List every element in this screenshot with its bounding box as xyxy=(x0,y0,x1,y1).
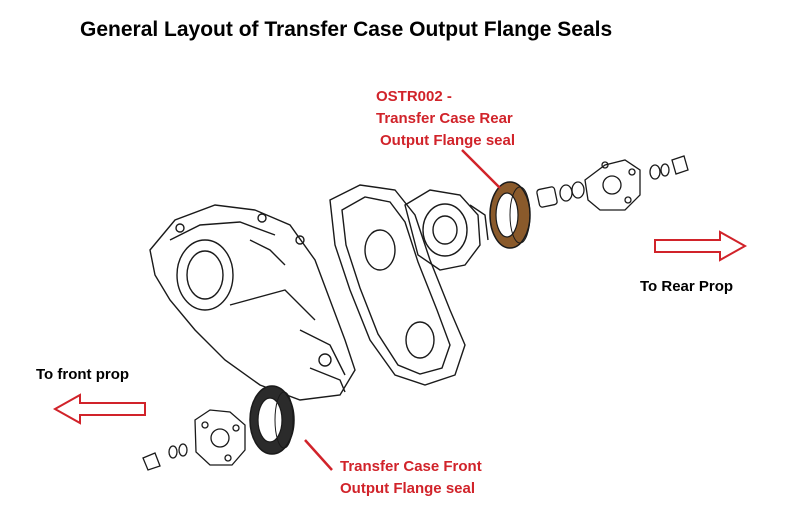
rear-seal-label: OSTR002 - Transfer Case Rear Output Flan… xyxy=(376,86,515,152)
transfer-case-housing xyxy=(149,204,356,401)
rear-seal-leader xyxy=(461,149,501,189)
to-rear-label: To Rear Prop xyxy=(640,278,734,295)
front-seal-line1: Transfer Case Front xyxy=(340,458,482,475)
front-seal-line2: Output Flange seal xyxy=(340,480,476,497)
diagram-title: General Layout of Transfer Case Output F… xyxy=(80,18,613,41)
rear-seal-line3: Output Flange seal xyxy=(380,132,516,149)
front-seal-leader xyxy=(304,439,333,471)
front-seal-label: Transfer Case Front Output Flange seal xyxy=(340,456,482,500)
rear-output-seal xyxy=(489,181,531,249)
rear-seal-line1: OSTR002 - xyxy=(376,88,452,105)
front-flange-assembly xyxy=(142,409,246,471)
front-output-seal xyxy=(249,385,295,455)
rear-flange-assembly xyxy=(536,155,689,211)
to-rear-arrow xyxy=(654,230,748,262)
to-front-label: To front prop xyxy=(36,366,130,383)
rear-cover xyxy=(404,189,489,271)
gasket-plate xyxy=(329,184,466,386)
to-front-arrow xyxy=(52,393,146,425)
rear-seal-line2: Transfer Case Rear xyxy=(376,110,513,127)
